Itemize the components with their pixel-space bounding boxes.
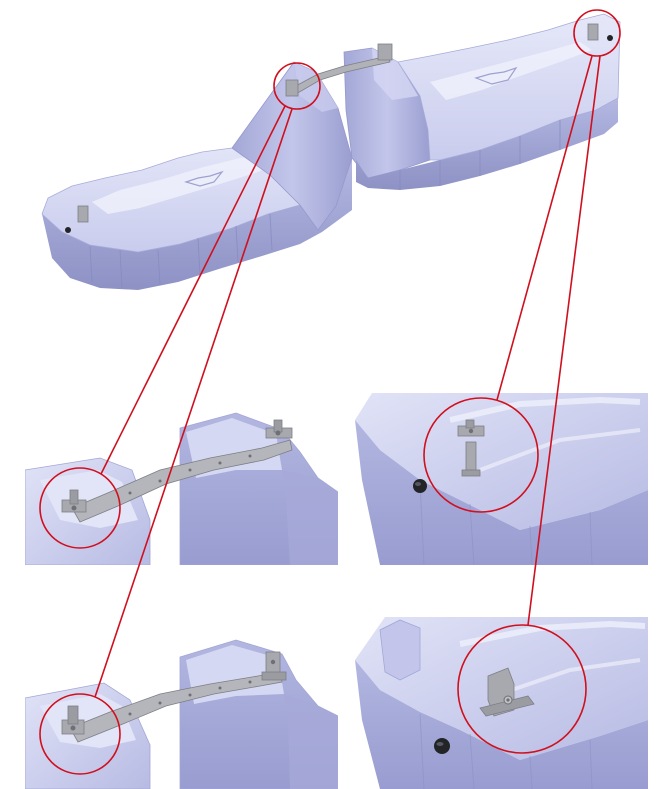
installed-end-ridge xyxy=(459,620,646,647)
left-end-clamp xyxy=(61,489,87,513)
right-tank-raised-panel xyxy=(430,42,592,100)
detail-bridge-installed xyxy=(25,617,338,789)
installed-end-ridge-lower xyxy=(499,658,641,696)
right-tank-side xyxy=(356,98,618,190)
end-fill-cap xyxy=(413,479,427,493)
overview-left-clamp xyxy=(285,79,299,97)
end-tank-side xyxy=(355,420,648,565)
overview-fill-cap-left xyxy=(65,227,71,233)
right-tank-ribs xyxy=(399,120,561,190)
callout-circle-bridge-installed xyxy=(39,693,121,775)
end-tank-ridge-lower xyxy=(479,428,641,472)
callout-line-c xyxy=(496,55,593,401)
installed-strap-holes xyxy=(128,680,252,716)
callout-circle-end-loose xyxy=(423,397,539,513)
left-tank-ribs xyxy=(89,213,273,289)
loose-end-clamp xyxy=(457,419,485,477)
callout-line-b xyxy=(94,108,293,698)
callout-circle-overview-end xyxy=(573,9,621,57)
installed-strap xyxy=(69,671,283,743)
end-fill-cap-highlight xyxy=(415,482,421,486)
callout-line-d xyxy=(527,55,601,626)
installed-end-tank-side xyxy=(355,660,648,789)
overview-fill-cap-right xyxy=(607,35,613,41)
right-tank-embossed-logo xyxy=(474,66,518,85)
left-block-top xyxy=(40,470,138,528)
left-tower-face xyxy=(294,62,338,112)
right-block-shade xyxy=(282,470,338,565)
detail-end-installed xyxy=(345,617,648,789)
installed-end-tower-stub xyxy=(379,619,421,681)
installed-left-clamp xyxy=(61,705,85,735)
installed-end-fill-cap-highlight xyxy=(436,742,444,746)
callout-circle-bridge-loose xyxy=(39,467,121,549)
overview-strap xyxy=(291,55,391,95)
callout-circle-overview-bridge xyxy=(273,62,321,110)
left-tank-embossed-logo xyxy=(183,170,224,187)
detail-strap xyxy=(71,439,293,523)
strap-holes xyxy=(128,454,252,495)
left-tank-side xyxy=(42,158,352,290)
overview-tank xyxy=(41,13,621,290)
installed-right-block-shade xyxy=(284,694,338,789)
overview-strap-clamp xyxy=(377,43,393,61)
left-tank-raised-panel xyxy=(92,152,282,214)
end-tank-ribs xyxy=(419,481,593,565)
installed-end-ribs xyxy=(419,713,593,789)
detail-bridge-loose xyxy=(25,393,338,565)
overview-end-clamp-left xyxy=(77,205,89,223)
installed-strap-clamp xyxy=(261,651,287,681)
detail-end-loose xyxy=(345,393,648,565)
floating-clamp xyxy=(265,419,293,439)
callouts xyxy=(39,9,621,775)
callout-circle-end-installed xyxy=(457,624,587,754)
installed-end-clamp xyxy=(479,667,535,717)
end-tank-ridge xyxy=(449,396,641,423)
overview-end-clamp-right xyxy=(587,23,599,41)
callout-line-a xyxy=(100,105,286,475)
installed-end-fill-cap xyxy=(434,738,450,754)
